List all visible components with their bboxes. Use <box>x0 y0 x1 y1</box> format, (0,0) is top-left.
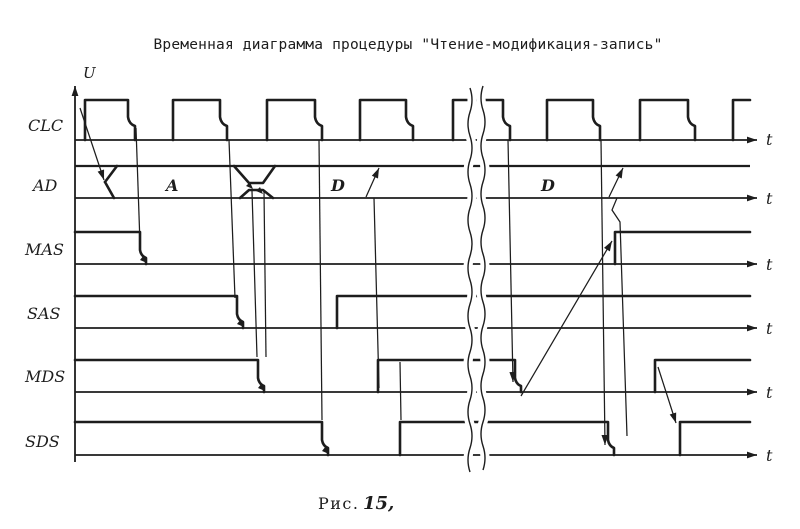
construction-line <box>373 197 380 389</box>
signal-label-sds: SDS <box>25 432 60 451</box>
break-squiggle <box>480 85 486 471</box>
arrowhead <box>71 86 79 96</box>
causality-arrow-clc-to-ad <box>79 107 105 181</box>
diagram-title: Временная диаграмма процедуры "Чтение-мо… <box>154 37 663 53</box>
bus-segment-label-d1: D <box>330 176 345 195</box>
arrowhead <box>601 434 609 445</box>
t-axis-label: t <box>766 130 773 149</box>
bus-segment-label-a: A <box>164 176 178 195</box>
t-axes: t t t t t t <box>75 130 773 465</box>
causality-lines <box>79 107 677 446</box>
construction-line <box>318 139 323 421</box>
t-axis-label: t <box>766 319 773 338</box>
signal-row-ad-bus: A D D <box>75 164 750 200</box>
t-axis-label: t <box>766 255 773 274</box>
figure-caption: Рис. 15, <box>318 493 394 514</box>
signal-row-mds <box>73 358 752 394</box>
arrowhead <box>615 168 623 179</box>
arrowhead <box>747 451 757 459</box>
signal-label-ad: AD <box>31 176 58 195</box>
bus-segment-label-d2: D <box>540 176 555 195</box>
signal-row-sds <box>73 420 752 457</box>
causality-arrow-mds-to-mas <box>520 240 613 397</box>
signal-label-mds: MDS <box>24 367 65 386</box>
construction-line <box>228 139 236 299</box>
arrowhead <box>747 194 757 202</box>
arrowhead <box>747 136 757 144</box>
construction-line <box>251 190 258 358</box>
construction-line <box>263 190 267 358</box>
arrowhead <box>747 388 757 396</box>
t-axis-label: t <box>766 383 773 402</box>
u-axis-label: U <box>83 64 97 82</box>
break-marks <box>463 84 490 474</box>
caption-number: 15, <box>363 493 394 514</box>
arrowhead <box>97 169 105 180</box>
arrowhead <box>604 241 612 252</box>
u-axis: U <box>71 64 97 462</box>
arrowhead <box>371 168 379 179</box>
causality-arrow-clc-to-mds <box>507 139 514 383</box>
construction-line <box>611 197 628 437</box>
signal-label-mas: MAS <box>24 240 64 259</box>
signal-label-sas: SAS <box>27 304 61 323</box>
signal-row-mas <box>73 230 752 266</box>
caption-label: Рис. <box>318 494 359 513</box>
causality-arrow-clc-to-sds <box>600 139 606 446</box>
arrowhead <box>509 371 517 382</box>
arrowhead <box>747 260 757 268</box>
arrowhead <box>669 412 677 423</box>
arrowhead <box>747 324 757 332</box>
signal-label-clc: CLC <box>28 116 63 135</box>
signal-labels: CLC AD MAS SAS MDS SDS <box>24 116 65 451</box>
construction-line <box>399 361 402 421</box>
t-axis-label: t <box>766 446 773 465</box>
signal-row-clc <box>83 98 752 142</box>
construction-line <box>135 127 141 245</box>
t-axis-label: t <box>766 189 773 208</box>
break-squiggle <box>467 87 473 473</box>
signal-row-sas <box>73 294 752 330</box>
